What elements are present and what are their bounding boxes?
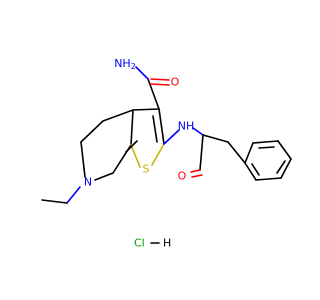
ring-nitrogen-label: N bbox=[84, 176, 92, 189]
bond bbox=[227, 141, 246, 164]
bond bbox=[150, 83, 170, 86]
bond bbox=[280, 158, 292, 179]
bond bbox=[192, 127, 204, 136]
bond bbox=[147, 78, 160, 110]
linker-nh-label: NH bbox=[178, 120, 195, 133]
piperidine-ring bbox=[80, 109, 134, 181]
bond bbox=[130, 144, 141, 168]
bond bbox=[190, 169, 201, 173]
hcl-salt: Cl H bbox=[134, 237, 171, 250]
ethyl-group bbox=[41, 186, 81, 204]
bond bbox=[255, 177, 282, 181]
bond bbox=[277, 140, 292, 160]
molecule-diagram: NH2 O NH O S N Cl H bbox=[41, 57, 292, 250]
bond bbox=[163, 129, 180, 145]
bond bbox=[41, 199, 68, 204]
bond bbox=[66, 186, 81, 204]
chlorine-label: Cl bbox=[134, 237, 145, 250]
bond bbox=[244, 162, 257, 181]
structure-svg: NH2 O NH O S N Cl H bbox=[41, 57, 292, 250]
bond bbox=[125, 140, 138, 153]
carbonyl-oxygen-bottom-label: O bbox=[178, 170, 187, 183]
thiophene-ring bbox=[125, 108, 165, 168]
bond bbox=[150, 78, 170, 81]
bond bbox=[94, 172, 114, 181]
bond bbox=[202, 134, 229, 143]
atom-labels: NH2 O NH O S N bbox=[84, 57, 194, 189]
bond bbox=[132, 108, 160, 111]
bond bbox=[135, 66, 149, 80]
bond bbox=[258, 146, 275, 149]
bond bbox=[130, 109, 134, 146]
bond bbox=[191, 174, 203, 178]
sulfur-label: S bbox=[143, 163, 150, 176]
bond bbox=[152, 115, 158, 143]
bond bbox=[158, 108, 165, 145]
bond bbox=[199, 134, 204, 171]
bond bbox=[80, 141, 86, 178]
bond bbox=[151, 143, 165, 166]
hydrogen-label: H bbox=[163, 237, 171, 250]
amide-nitrogen-label: NH2 bbox=[114, 57, 136, 71]
bond bbox=[251, 163, 260, 176]
amide-linker bbox=[163, 127, 246, 178]
carbonyl-oxygen-top-label: O bbox=[171, 76, 180, 89]
bond bbox=[244, 142, 254, 164]
bond bbox=[80, 120, 104, 143]
carboxamide-group bbox=[135, 66, 170, 110]
bond bbox=[102, 109, 134, 122]
benzene-ring bbox=[244, 140, 292, 181]
bond bbox=[252, 140, 279, 144]
bond bbox=[276, 160, 286, 174]
